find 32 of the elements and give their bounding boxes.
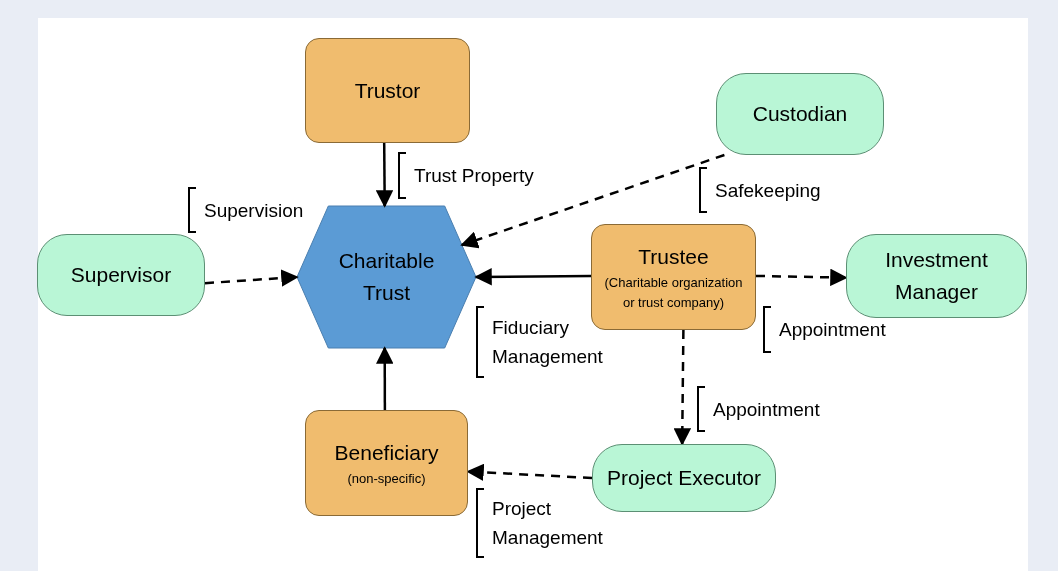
node-title: Beneficiary	[333, 440, 440, 466]
arrow	[466, 463, 593, 482]
edge-label: Project Management	[492, 497, 604, 550]
arrow	[673, 330, 692, 446]
process-box	[591, 224, 756, 330]
node-title: Supervisor	[69, 262, 173, 288]
arrow	[204, 269, 299, 287]
edge-label: Appointment	[779, 318, 886, 342]
rounded-box	[37, 234, 205, 316]
edge-label: Trust Property	[414, 164, 534, 188]
edge-label: Safekeeping	[715, 178, 821, 203]
node-subtitle: (Charitable organization or trust company)	[603, 274, 744, 312]
edge-label: Appointment	[713, 397, 820, 422]
rounded-box	[846, 234, 1027, 318]
process-box	[305, 38, 470, 143]
arrow	[460, 153, 725, 249]
node-title: Project Executor	[605, 465, 763, 491]
node-title: Investment Manager	[884, 247, 989, 305]
node-title: Custodian	[751, 101, 849, 127]
arrow	[474, 268, 591, 286]
rounded-box	[716, 73, 884, 155]
node-title: Trustee	[637, 244, 710, 270]
process-box	[305, 410, 468, 516]
node-title: Trustor	[353, 77, 422, 104]
arrow	[755, 268, 848, 287]
edge-label: Supervision	[204, 198, 304, 223]
arrow	[375, 143, 394, 208]
node-subtitle: (non-specific)	[346, 470, 427, 488]
edge-label: Fiduciary Management	[492, 316, 604, 369]
rounded-box	[592, 444, 776, 512]
arrow	[376, 346, 394, 410]
node-title: Charitable Trust	[337, 248, 436, 306]
